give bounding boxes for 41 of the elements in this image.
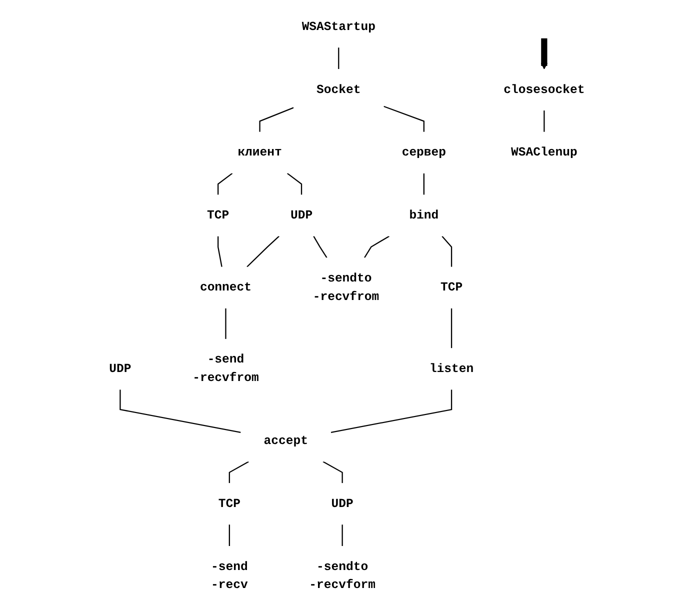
node-text: TCP	[218, 496, 241, 511]
node-text: closesocket	[504, 82, 585, 97]
connector	[442, 236, 452, 267]
connector	[225, 308, 226, 339]
connector	[451, 308, 452, 348]
connector	[287, 172, 302, 195]
connector	[322, 461, 343, 484]
node-text: WSAStartup	[302, 20, 376, 34]
connector	[120, 390, 241, 433]
connector	[218, 236, 222, 267]
node-text: WSAClenup	[511, 146, 578, 160]
connector	[544, 110, 545, 132]
node-text: -sendto -recvform	[309, 560, 376, 592]
node-text: UDP	[290, 208, 313, 222]
node-text: UDP	[331, 496, 354, 511]
connector	[228, 524, 230, 546]
node-text: listen	[430, 362, 474, 376]
node-text: connect	[200, 280, 252, 294]
node-text: accept	[264, 434, 308, 448]
connector	[246, 236, 280, 268]
node-text: клиент	[238, 146, 282, 160]
connector	[384, 106, 425, 132]
connector	[330, 390, 452, 433]
node-text: -sendto -recvfrom	[312, 271, 380, 304]
node-text: bind	[409, 208, 439, 222]
connector	[342, 524, 343, 546]
node-text: -send -recv	[211, 560, 248, 592]
connector	[259, 107, 294, 132]
connector	[338, 48, 340, 70]
node-text: TCP	[440, 280, 463, 294]
arrow	[540, 38, 548, 70]
connector	[218, 172, 233, 195]
node-text: Socket	[316, 82, 361, 97]
connector	[228, 461, 250, 484]
connector	[423, 173, 425, 195]
connector	[364, 236, 390, 258]
node-text: TCP	[207, 208, 230, 222]
connector	[313, 236, 328, 258]
node-text: -send -recvfrom	[192, 352, 259, 385]
node-text: сервер	[402, 146, 446, 160]
node-text: UDP	[109, 362, 132, 376]
